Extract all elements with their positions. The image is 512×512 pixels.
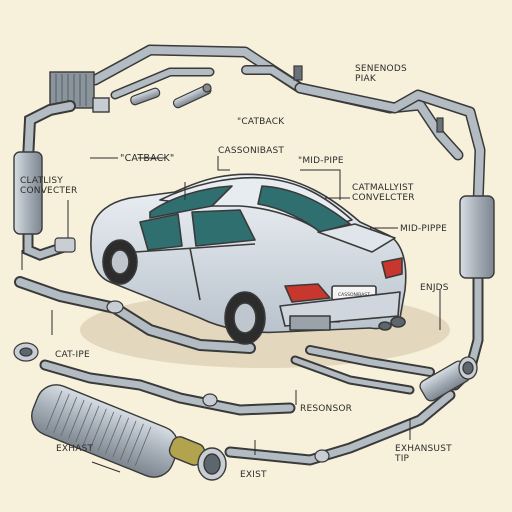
label-top-right: SENENODS PIAK	[355, 64, 407, 84]
leader-lines	[21, 156, 441, 473]
label-catback-top: "CATBACK	[237, 117, 285, 127]
label-cassonibast: CASSONIBAST	[218, 146, 285, 156]
rear-deck	[317, 223, 396, 253]
label-existe: EXIST	[240, 470, 267, 480]
tail-light-left	[284, 283, 331, 303]
pipe-clamp	[106, 300, 124, 314]
label-mid-pipe-right: MID-PIPPE	[400, 224, 448, 234]
catalytic-heat-box	[49, 71, 110, 113]
label-catalytic-right: CATMALLYIST CONVELCTER	[352, 183, 415, 203]
right-muffler	[459, 195, 495, 279]
pipe-clamp	[202, 393, 218, 407]
car	[90, 173, 407, 345]
label-catalytic-left: CLATLISY CONVECTER	[20, 176, 78, 196]
lower-pipe-run	[14, 276, 456, 466]
tail-light-right	[381, 257, 403, 279]
exhaust-tip-part	[419, 356, 478, 402]
label-enjds: ENJDS	[420, 283, 449, 293]
windshield	[149, 185, 233, 219]
label-mid-pipe-top: "MID-PIPE	[298, 156, 344, 166]
label-catback-left: "CATBACK"	[120, 153, 175, 164]
plate-text: CASSONIBAST	[338, 292, 370, 298]
label-exhaust-left: EXHAST	[56, 444, 94, 454]
bottom-converter	[31, 384, 227, 481]
inlet-flange	[13, 342, 39, 362]
left-connector	[54, 237, 76, 253]
label-cat-pipe: CAT-IPE	[55, 350, 90, 360]
side-window-front	[139, 213, 183, 251]
left-muffler	[13, 151, 43, 235]
label-exhaust-tip: EXHANSUST TIP	[395, 444, 452, 464]
side-window-rear	[191, 209, 256, 247]
pipe-clamp	[314, 449, 330, 463]
floating-pipe-pieces	[130, 65, 444, 133]
label-resonsor: RESONSOR	[300, 404, 353, 414]
